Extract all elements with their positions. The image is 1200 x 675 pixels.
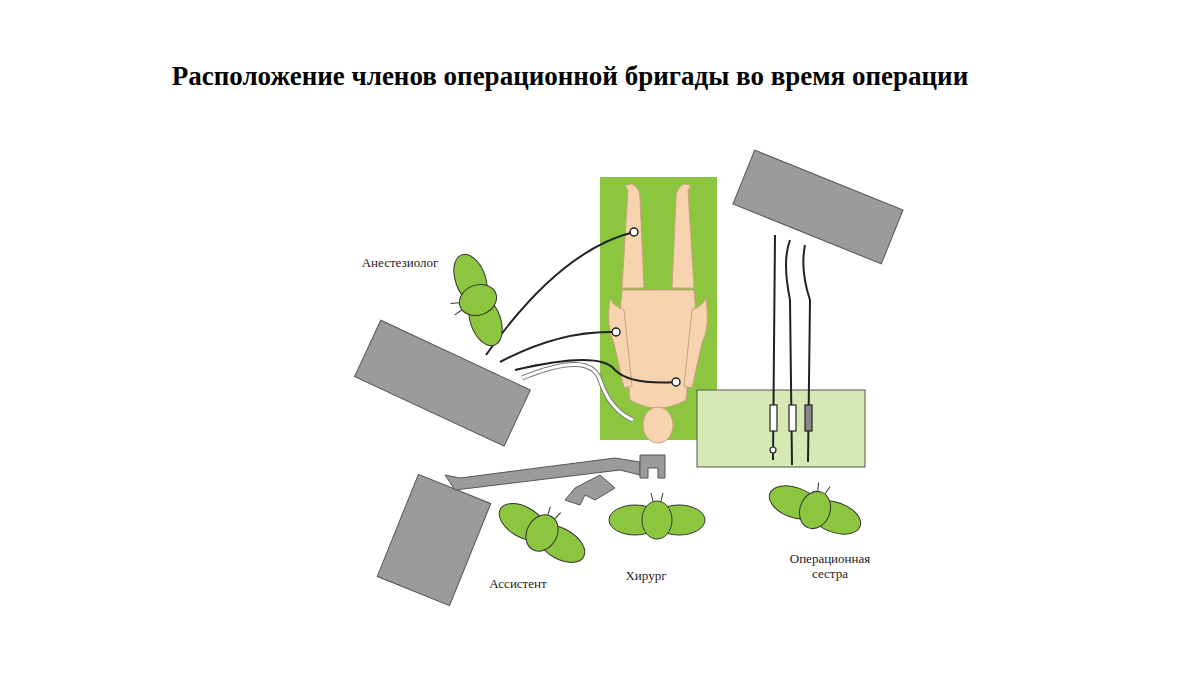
role-label: Анестезиолог: [335, 255, 465, 270]
role-label: Хирург: [596, 568, 696, 583]
role-label: Ассистент: [463, 576, 573, 591]
role-label: Операционная сестра: [775, 551, 885, 581]
slide-title: Расположение членов операционной бригады…: [110, 58, 1030, 94]
